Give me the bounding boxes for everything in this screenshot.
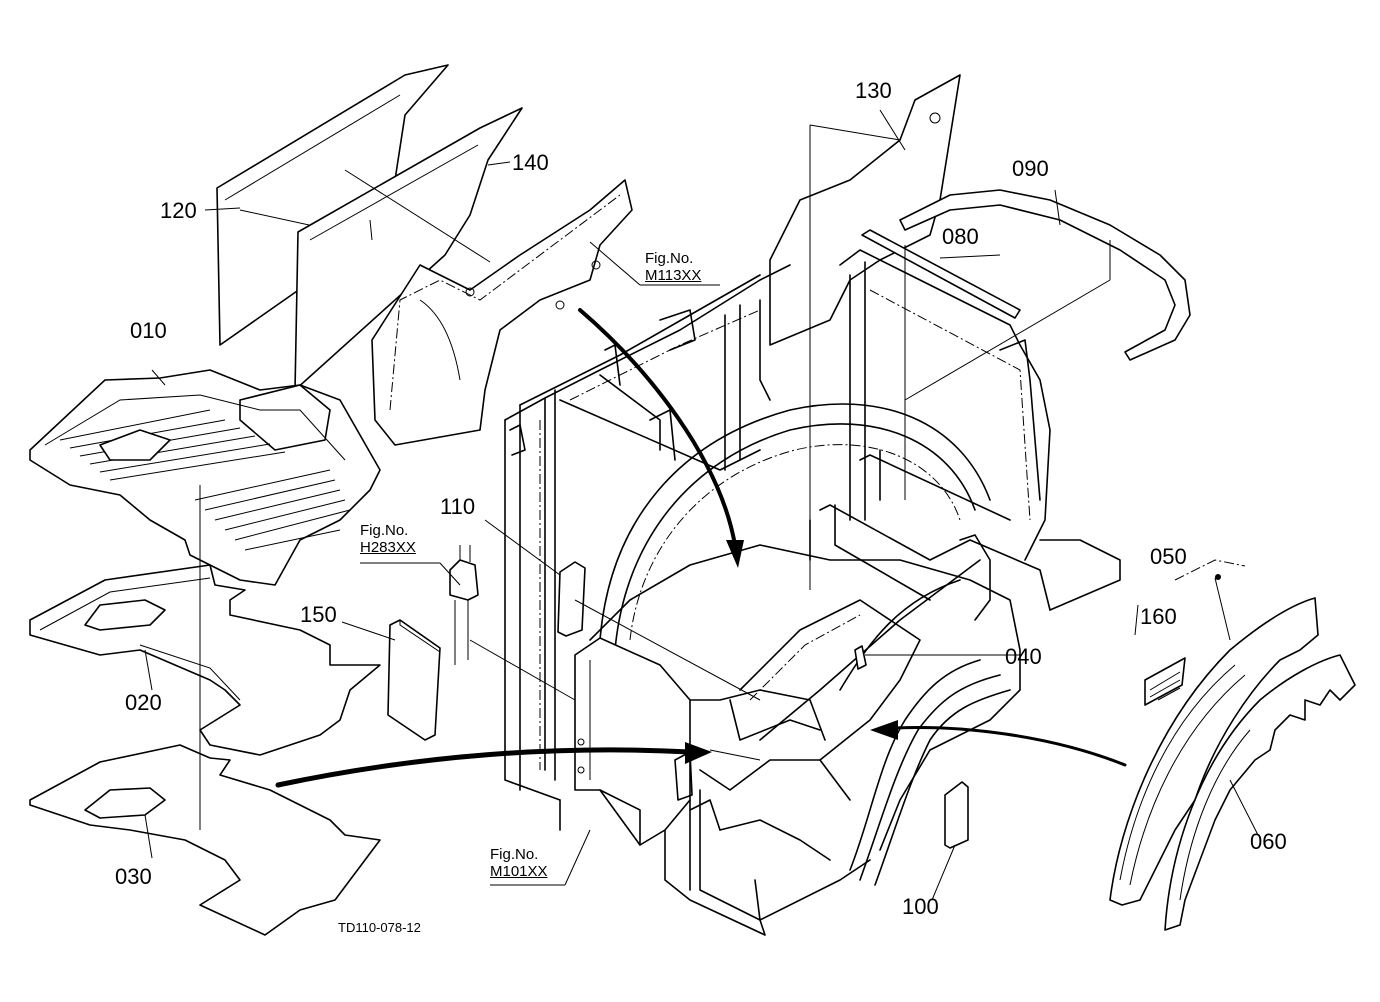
inner-trim-panel [371,179,633,446]
label-part-030: 030 [115,864,152,889]
part-050-fender-panel [1109,559,1319,906]
part-020-mat [29,564,381,756]
figure-ref-m101-line2: M101XX [490,863,548,881]
label-part-080: 080 [942,224,979,249]
label-part-050: 050 [1150,544,1187,569]
figure-ref-m113-line1: Fig.No. [645,250,694,267]
part-140-panel [294,107,523,391]
figure-ref-m113[interactable]: Fig.No. M113XX [645,250,701,285]
figure-ref-m113-line2: M113XX [645,267,702,285]
label-part-150: 150 [300,602,337,627]
label-part-010: 010 [130,318,167,343]
label-part-100: 100 [902,894,939,919]
label-part-040: 040 [1005,644,1042,669]
part-120-panel [216,64,449,346]
part-060-fender-cover [1164,654,1356,931]
part-080-strip [861,229,1021,319]
assembly-arrows [275,308,1127,788]
label-part-160: 160 [1140,604,1177,629]
part-090-rail [899,189,1191,361]
part-110-plate [557,561,586,637]
label-part-120: 120 [160,198,197,223]
lower-body [574,637,871,936]
floor-plate [589,449,1121,851]
figure-ref-m101[interactable]: Fig.No. M101XX [490,846,548,881]
part-150-block [387,619,441,741]
figure-ref-m101-line1: Fig.No. [490,846,539,863]
label-part-060: 060 [1250,829,1287,854]
figure-ref-h283-line1: Fig.No. [360,522,409,539]
part-100-bracket [944,781,969,849]
drawing-code: TD110-078-12 [338,920,421,935]
label-part-110: 110 [440,494,476,519]
label-part-090: 090 [1012,156,1049,181]
part-040-clip [854,645,867,670]
figure-ref-h283[interactable]: Fig.No. H283XX [360,522,416,557]
part-010-floor-mat [29,369,381,586]
label-part-020: 020 [125,690,162,715]
label-part-140: 140 [512,150,549,175]
label-part-130: 130 [855,78,892,103]
figure-ref-h283-line2: H283XX [360,539,416,557]
part-160-patch [1134,604,1186,706]
leader-lines [144,109,1259,901]
component-h283 [449,545,479,665]
part-030-mat [29,744,381,936]
